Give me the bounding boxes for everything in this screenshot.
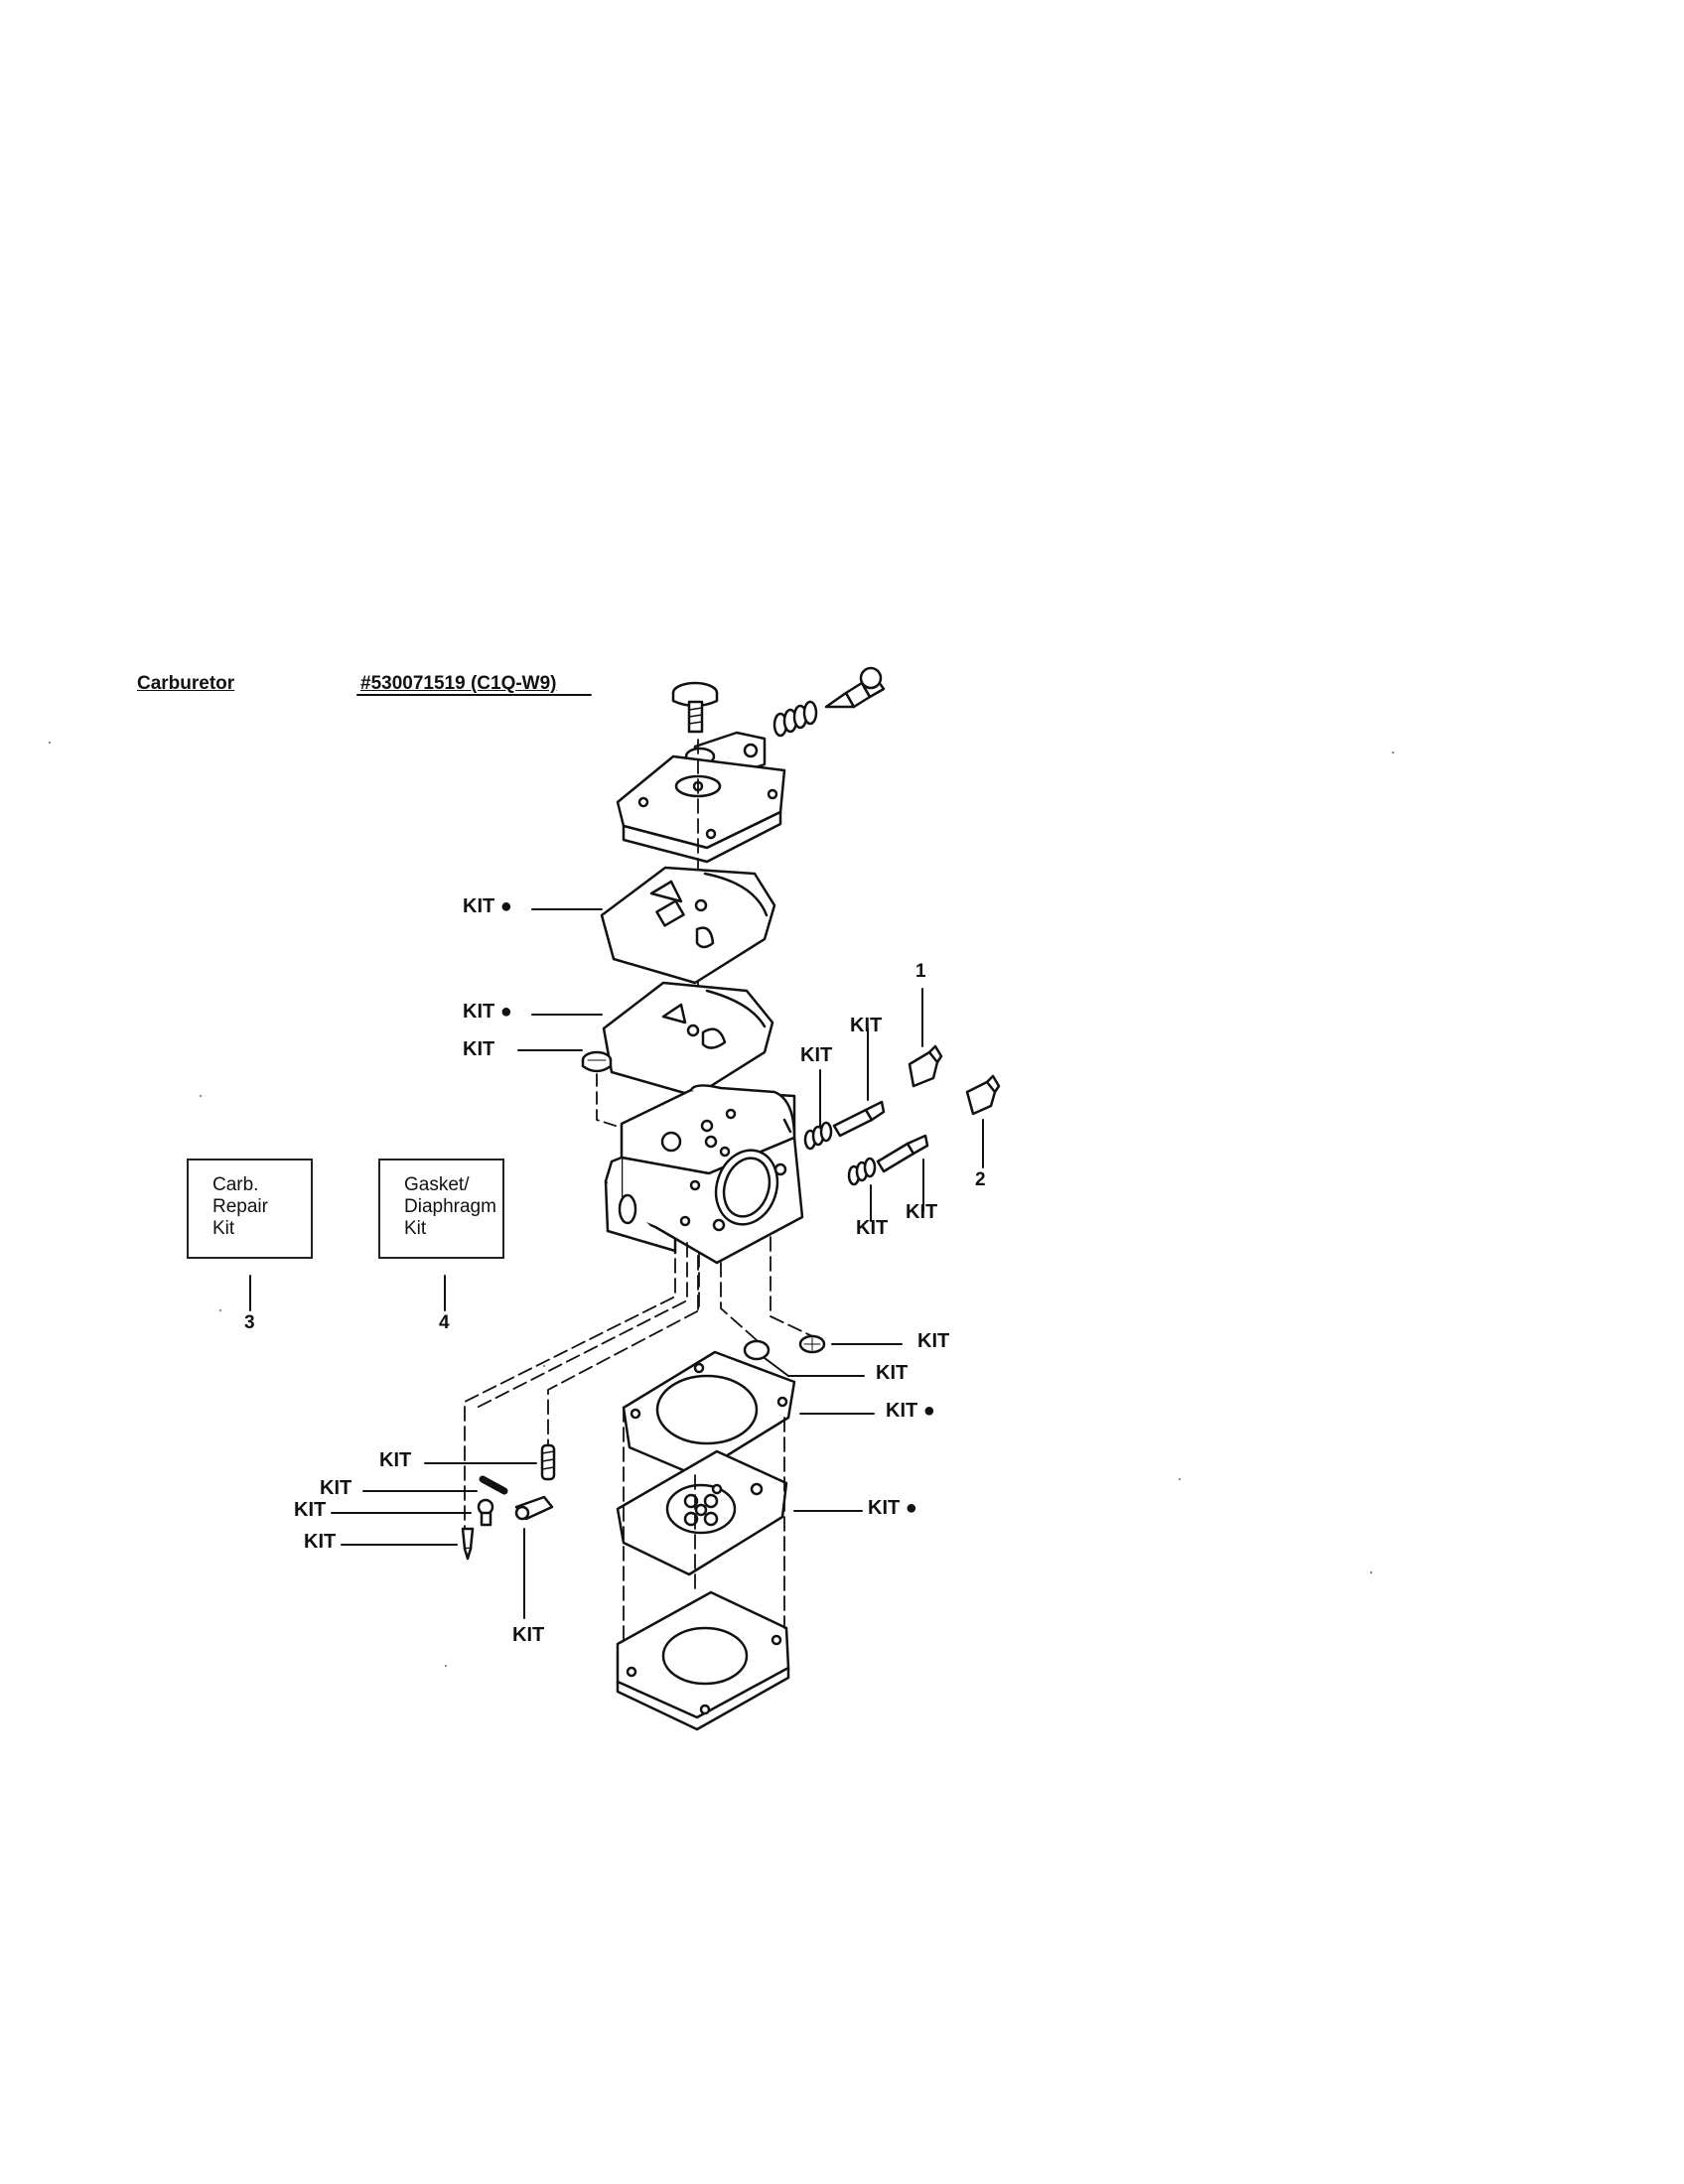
lever-screw xyxy=(477,1498,494,1527)
callout-kit: KIT xyxy=(379,1449,412,1471)
callout-leaders xyxy=(249,908,984,1619)
lever-pin xyxy=(479,1475,508,1495)
callout-kit: KIT xyxy=(304,1531,337,1553)
callout-2: 2 xyxy=(975,1169,986,1190)
metering-gasket xyxy=(622,1350,796,1477)
callout-kit-dot: KIT ● xyxy=(463,1001,512,1023)
kit-box-line: Diaphragm xyxy=(404,1196,496,1217)
kit-box-line: Gasket/ xyxy=(404,1174,470,1195)
pump-cover xyxy=(616,754,786,864)
callout-kit-dot: KIT ● xyxy=(886,1400,935,1422)
gasket-diaphragm-kit-box: Gasket/ Diaphragm Kit xyxy=(378,1159,504,1259)
callout-kit: KIT xyxy=(512,1624,545,1646)
callout-kit: KIT xyxy=(463,1038,495,1060)
metering-cover xyxy=(616,1590,790,1731)
callout-kit: KIT xyxy=(906,1201,938,1223)
check-valve xyxy=(743,1339,771,1361)
callout-kit: KIT xyxy=(876,1362,909,1384)
pump-gasket xyxy=(600,866,776,985)
idle-spring xyxy=(772,700,818,738)
limiter-cap-2 xyxy=(965,1074,1001,1116)
adjust-screw xyxy=(671,681,719,734)
inlet-lever xyxy=(514,1495,554,1521)
assembly-lines xyxy=(464,1236,813,1645)
idle-needle xyxy=(824,666,886,709)
kit-box-line: Carb. xyxy=(212,1174,259,1195)
callout-kit: KIT xyxy=(320,1477,352,1499)
carburetor-body xyxy=(604,1084,804,1265)
low-speed-needle xyxy=(803,1100,886,1151)
carb-repair-kit-box: Carb. Repair Kit xyxy=(187,1159,313,1259)
inlet-screen-2 xyxy=(798,1334,826,1354)
callout-1: 1 xyxy=(915,961,926,982)
high-speed-needle xyxy=(847,1134,929,1186)
callout-kit-dot: KIT ● xyxy=(463,895,512,917)
callout-kit: KIT xyxy=(850,1015,883,1036)
pump-diaphragm xyxy=(602,981,774,1098)
kit-number-4: 4 xyxy=(439,1312,450,1333)
callout-kit: KIT xyxy=(800,1044,833,1066)
metering-diaphragm xyxy=(616,1449,788,1576)
limiter-cap-1 xyxy=(908,1044,943,1088)
kit-box-line: Kit xyxy=(212,1218,235,1239)
callout-kit-dot: KIT ● xyxy=(868,1497,917,1519)
inlet-screen xyxy=(581,1050,613,1073)
part-number: #530071519 (C1Q-W9) xyxy=(360,673,557,694)
diagram-title: Carburetor xyxy=(137,673,235,694)
callout-kit: KIT xyxy=(917,1330,950,1352)
scan-specks xyxy=(49,742,1394,1667)
kit-box-line: Repair xyxy=(212,1196,268,1217)
callout-kit: KIT xyxy=(856,1217,889,1239)
kit-box-line: Kit xyxy=(404,1218,427,1239)
inlet-spring xyxy=(540,1443,556,1481)
callout-kit: KIT xyxy=(294,1499,327,1521)
inlet-needle xyxy=(461,1527,475,1561)
kit-number-3: 3 xyxy=(244,1312,255,1333)
